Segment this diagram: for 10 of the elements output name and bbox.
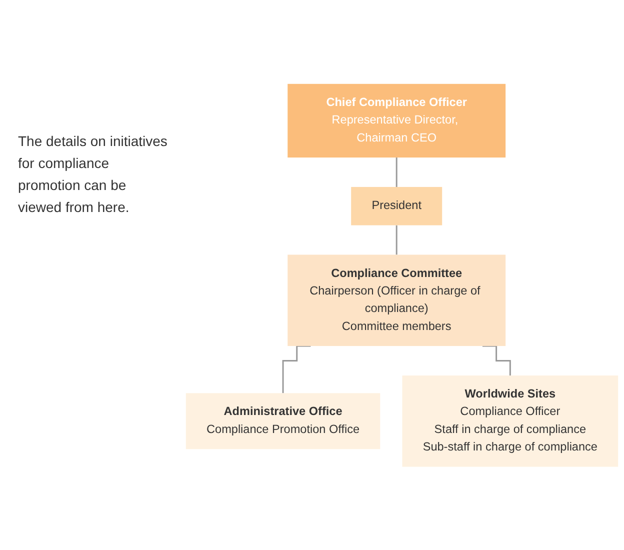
node-box: Worldwide Sites Compliance Officer Staff in charge of compliance Sub-staff in charge of compliance [402,375,618,466]
connector [396,156,398,188]
node-box: Compliance Committee Chairperson (Officer in charge of compliance) Committee members [288,254,506,346]
connector [282,344,311,394]
node-box: Administrative Office Compliance Promotion Office [186,392,380,449]
node-box: Chief Compliance Officer Representative Director, Chairman CEO [288,84,506,158]
node-box: President [351,186,442,225]
connector [396,224,398,256]
connector [482,344,511,376]
note-text: The details on initiatives for compliance promotion can be viewed from here. [18,132,168,217]
